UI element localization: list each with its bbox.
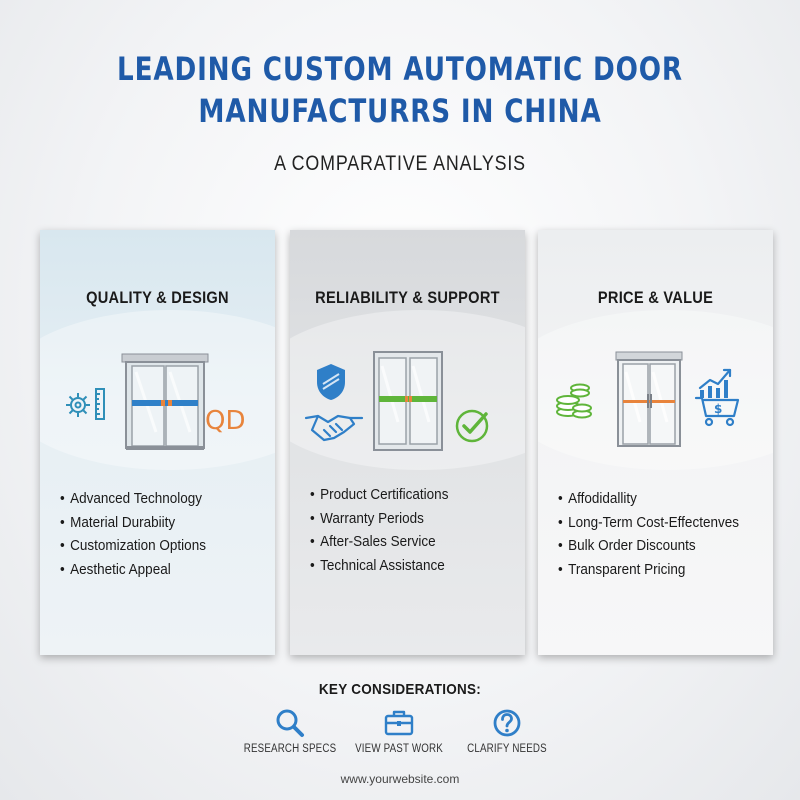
list-item: Warranty Periods: [310, 507, 448, 531]
list-item: Technical Assistance: [310, 554, 448, 578]
page-title: LEADING CUSTOM AUTOMATIC DOOR MANUFACTUR…: [72, 48, 728, 132]
page-subtitle: A COMPARATIVE ANALYSIS: [274, 152, 526, 175]
bullet-list: Product Certifications Warranty Periods …: [310, 483, 448, 577]
card-icons: $: [538, 348, 773, 458]
key-considerations-title: KEY CONSIDERATIONS:: [318, 681, 482, 698]
checkmark-icon: [455, 409, 489, 443]
handshake-icon: [304, 414, 364, 442]
card-title: PRICE & VALUE: [597, 288, 714, 307]
key-item-research-specs: RESEARCH SPECS: [230, 708, 350, 755]
svg-text:QD: QD: [205, 406, 246, 436]
card-icons: QD: [40, 348, 275, 458]
briefcase-icon: [384, 710, 414, 736]
card-reliability-support: RELIABILITY & SUPPORT Product: [290, 230, 525, 655]
sliding-door-icon: [121, 353, 209, 450]
list-item: Bulk Order Discounts: [558, 534, 739, 558]
card-title: RELIABILITY & SUPPORT: [315, 288, 500, 307]
title-line-1: LEADING CUSTOM AUTOMATIC DOOR: [117, 50, 683, 88]
bullet-list: Advanced Technology Material Durabiity C…: [60, 487, 206, 581]
sliding-door-icon: [373, 351, 443, 451]
list-item: Material Durabiity: [60, 511, 206, 535]
qd-logo-icon: QD: [205, 406, 246, 436]
list-item: After-Sales Service: [310, 530, 448, 554]
shield-icon: [317, 364, 345, 400]
list-item: Customization Options: [60, 534, 206, 558]
card-icons: [290, 348, 525, 458]
list-item: Transparent Pricing: [558, 558, 739, 582]
key-item-label: CLARIFY NEEDS: [467, 743, 547, 755]
bullet-list: Affodidallity Long-Term Cost-Effectenves…: [558, 487, 739, 581]
key-item-label: RESEARCH SPECS: [243, 743, 337, 755]
sliding-door-icon: [615, 351, 683, 447]
key-item-label: VIEW PAST WORK: [355, 743, 443, 755]
list-item: Aesthetic Appeal: [60, 558, 206, 582]
card-title: QUALITY & DESIGN: [86, 288, 229, 307]
list-item: Long-Term Cost-Effectenves: [558, 511, 739, 535]
key-item-view-past-work: VIEW PAST WORK: [339, 708, 459, 755]
title-line-2: MANUFACTURRS IN CHINA: [198, 92, 602, 130]
card-quality-design: QUALITY & DESIGN QD Advanced: [40, 230, 275, 655]
gear-ruler-icon: [66, 388, 105, 420]
list-item: Affodidallity: [558, 487, 739, 511]
list-item: Product Certifications: [310, 483, 448, 507]
svg-text:$: $: [714, 402, 722, 416]
coins-icon: [556, 383, 592, 419]
key-item-clarify-needs: CLARIFY NEEDS: [447, 708, 567, 755]
question-icon: [493, 709, 521, 737]
card-price-value: PRICE & VALUE: [538, 230, 773, 655]
website-link[interactable]: www.yourwebsite.com: [340, 772, 460, 786]
cart-chart-icon: $: [694, 368, 740, 427]
list-item: Advanced Technology: [60, 487, 206, 511]
magnifier-icon: [276, 709, 304, 737]
